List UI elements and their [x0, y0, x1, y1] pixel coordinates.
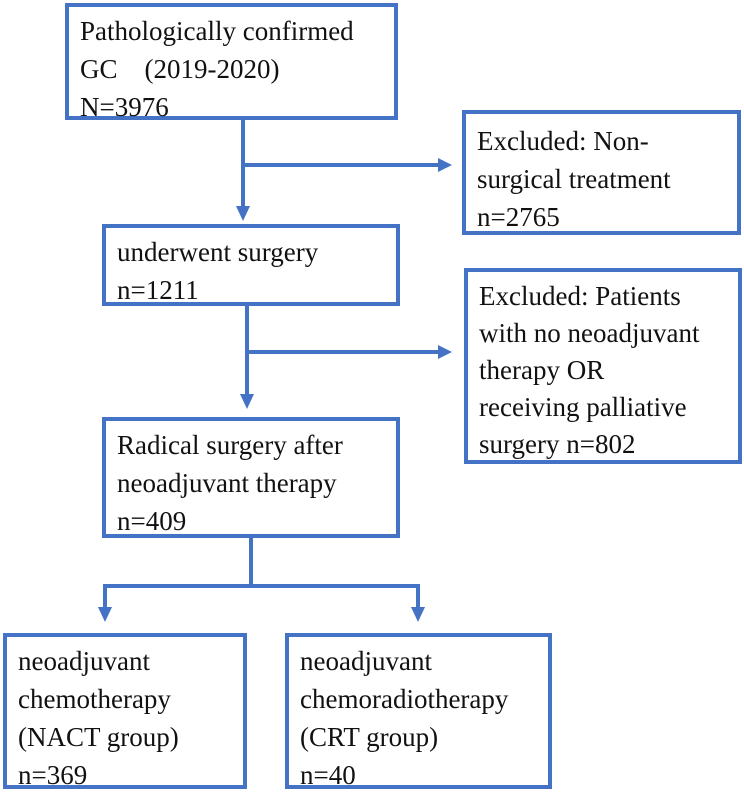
- arrowhead-right-icon: [438, 158, 452, 172]
- arrowhead-right-icon: [438, 345, 452, 359]
- arrow-split-line: [103, 584, 420, 608]
- node-pathologically-confirmed-gc: Pathologically confirmed GC (2019-2020) …: [65, 3, 398, 122]
- node-excluded-nonsurgical: Excluded: Non- surgical treatment n=2765: [462, 110, 741, 235]
- node-excluded-no-neoadjuvant: Excluded: Patients with no neoadjuvant t…: [464, 268, 742, 464]
- node-nact-group: neoadjuvant chemotherapy (NACT group) n=…: [3, 633, 247, 790]
- node-underwent-surgery: underwent surgery n=1211: [102, 224, 400, 306]
- node-radical-surgery: Radical surgery after neoadjuvant therap…: [102, 417, 400, 538]
- node-crt-group: neoadjuvant chemoradiotherapy (CRT group…: [285, 633, 552, 790]
- arrowhead-down-icon: [240, 394, 254, 409]
- arrowhead-down-icon: [236, 206, 250, 221]
- arrowhead-down-icon: [411, 607, 425, 622]
- arrowhead-down-icon: [98, 607, 112, 622]
